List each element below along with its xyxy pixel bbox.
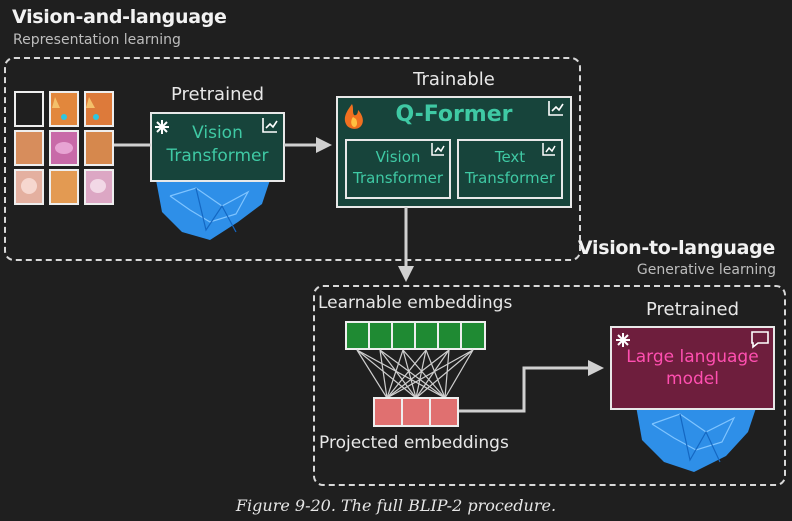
projection-connections: [356, 349, 474, 399]
chat-icon: [751, 331, 769, 349]
qformer-vision-line2: Transformer: [352, 169, 443, 187]
frozen-model-brain-left: [156, 176, 270, 240]
stage2-subtitle: Generative learning: [636, 262, 776, 278]
llm-label-line1: Large language: [626, 347, 759, 367]
vit-header: Pretrained: [170, 84, 264, 105]
llm-label-line2: model: [666, 369, 719, 389]
stage1-title: Vision-and-language: [12, 6, 227, 28]
chart-icon: [262, 118, 278, 133]
learnable-embedding-cells: [345, 321, 486, 350]
llm-header: Pretrained: [645, 299, 739, 320]
fire-icon: [344, 104, 363, 129]
projected-embedding-cells: [373, 397, 459, 427]
flow-arrows: [114, 137, 604, 413]
learnable-embeddings-label: Learnable embeddings: [318, 293, 513, 313]
qformer-text-label: Text Transformer: [458, 147, 562, 189]
vit-label-line1: Vision: [192, 123, 243, 143]
vit-box: [150, 112, 285, 182]
figure-caption: Figure 9-20. The full BLIP-2 procedure.: [235, 496, 557, 515]
projected-embeddings-label: Projected embeddings: [319, 433, 509, 453]
snowflake-icon: [616, 333, 630, 347]
qformer-header: Trainable: [413, 69, 495, 90]
qformer-title: Q-Former: [395, 102, 513, 127]
stage1-subtitle: Representation learning: [13, 32, 181, 48]
llm-box: [610, 326, 775, 410]
vit-label-line2: Transformer: [166, 146, 269, 166]
frozen-model-brain-right: [636, 402, 756, 472]
input-image-grid: [14, 91, 114, 205]
qformer-text-box: [457, 139, 563, 199]
qformer-vision-label: Vision Transformer: [346, 147, 450, 189]
vit-label: Vision Transformer: [151, 122, 284, 168]
llm-label: Large language model: [611, 346, 774, 390]
chart-icon: [542, 143, 556, 156]
stage2-container: [313, 285, 786, 486]
stage2-title: Vision-to-language: [577, 237, 775, 259]
chart-icon: [431, 143, 445, 156]
chart-icon: [548, 101, 564, 116]
qformer-vision-line1: Vision: [375, 148, 421, 166]
stage1-container: [4, 57, 581, 261]
snowflake-icon: [155, 120, 169, 134]
qformer-text-line1: Text: [494, 148, 526, 166]
qformer-text-line2: Transformer: [464, 169, 555, 187]
